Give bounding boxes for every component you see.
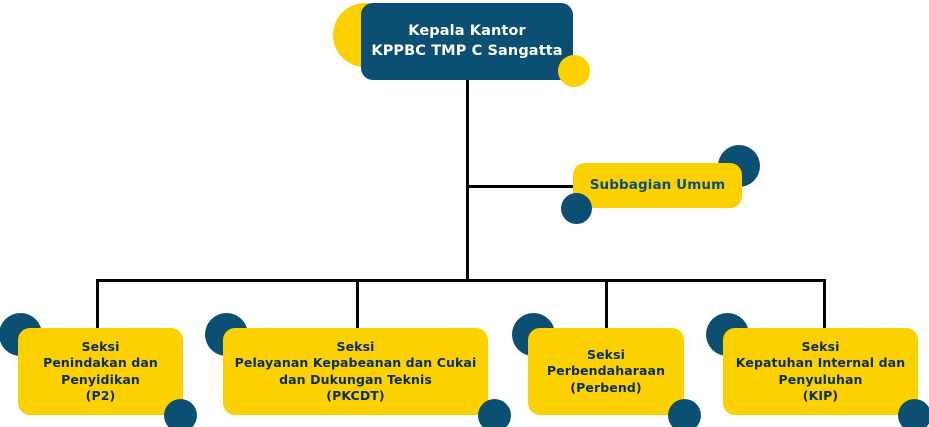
node-kepala-kantor-label: Kepala Kantor KPPBC TMP C Sangatta — [371, 23, 563, 59]
node-subbagian-umum[interactable]: Subbagian Umum — [573, 163, 742, 208]
decor-circle-subbagian-bottom-left — [561, 193, 592, 224]
connector-drop-perbend — [605, 279, 608, 331]
decor-circle-p2-bottom-right — [164, 399, 197, 427]
node-seksi-p2[interactable]: Seksi Penindakan dan Penyidikan (P2) — [18, 328, 183, 415]
node-subbagian-umum-label: Subbagian Umum — [589, 176, 726, 193]
connector-horizontal-bus — [96, 279, 826, 282]
decor-circle-pkcdt-bottom-right — [478, 399, 511, 427]
decor-circle-kip-bottom-right — [898, 399, 929, 427]
connector-drop-p2 — [96, 279, 99, 331]
node-seksi-pkcdt[interactable]: Seksi Pelayanan Kepabeanan dan Cukai dan… — [223, 328, 488, 415]
node-seksi-perbend[interactable]: Seksi Perbendaharaan (Perbend) — [528, 328, 684, 415]
node-seksi-p2-label: Seksi Penindakan dan Penyidikan (P2) — [43, 338, 158, 404]
node-seksi-perbend-label: Seksi Perbendaharaan (Perbend) — [546, 346, 666, 395]
node-seksi-kip[interactable]: Seksi Kepatuhan Internal dan Penyuluhan … — [723, 328, 918, 415]
connector-trunk-vertical — [466, 80, 469, 280]
connector-branch-subbagian — [466, 185, 576, 188]
connector-drop-kip — [823, 279, 826, 331]
node-seksi-pkcdt-label: Seksi Pelayanan Kepabeanan dan Cukai dan… — [234, 338, 477, 404]
decor-circle-perbend-bottom-right — [668, 399, 701, 427]
node-seksi-kip-label: Seksi Kepatuhan Internal dan Penyuluhan … — [735, 338, 906, 404]
connector-drop-pkcdt — [356, 279, 359, 331]
node-kepala-kantor[interactable]: Kepala Kantor KPPBC TMP C Sangatta — [361, 3, 573, 80]
decor-circle-head-bottom-right — [558, 55, 590, 87]
